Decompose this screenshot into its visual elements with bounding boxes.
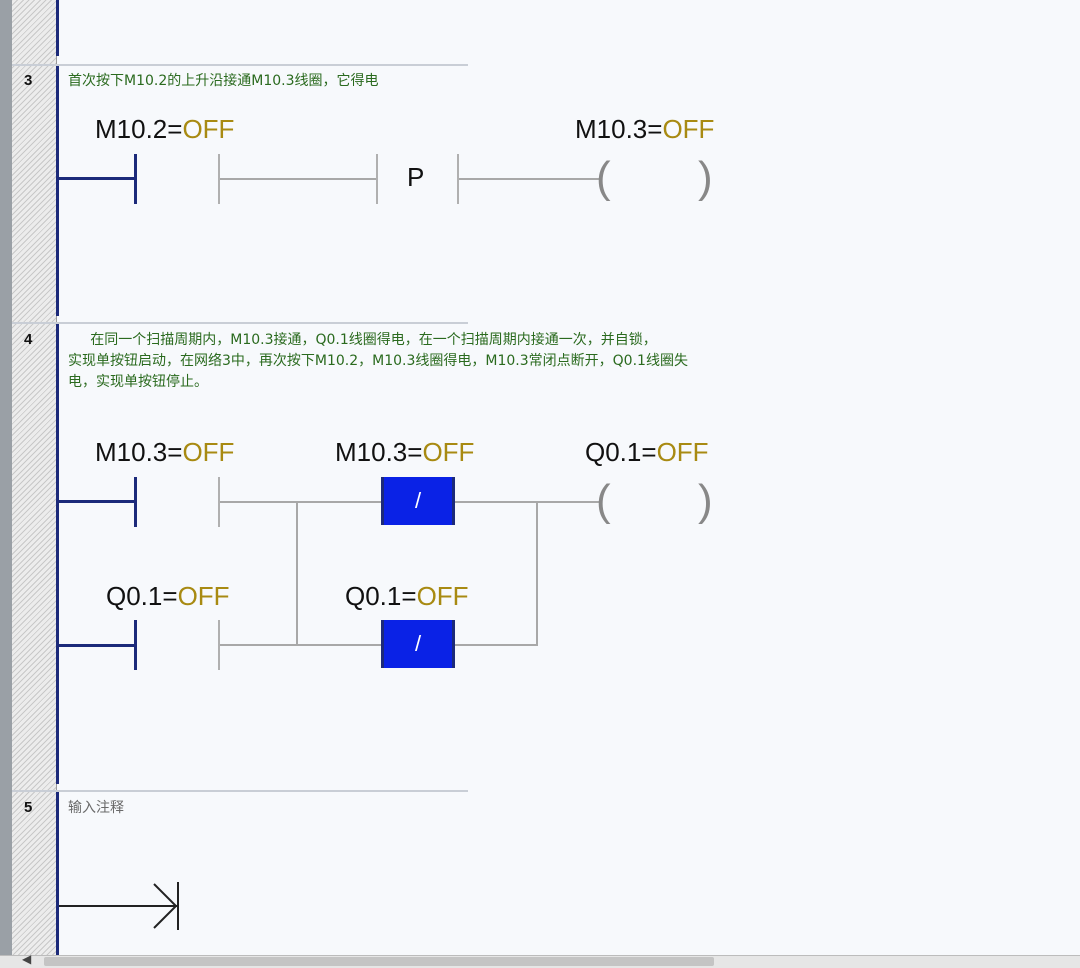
empty-rung-wire (59, 905, 177, 907)
positive-edge-contact[interactable]: P (407, 162, 425, 192)
branch-vertical-right (536, 501, 538, 645)
address: M10.2 (95, 114, 168, 144)
address: Q0.1 (106, 581, 163, 611)
p-contact-left[interactable] (376, 154, 378, 204)
address: M10.3 (95, 437, 168, 467)
network-3-comment[interactable]: 首次按下M10.2的上升沿接通M10.3线圈，它得电 (68, 73, 379, 89)
rung-wire (459, 178, 599, 180)
network-4-comment-line-1[interactable]: 在同一个扫描周期内，M10.3接通，Q0.1线圈得电，在一个扫描周期内接通一次，… (68, 332, 657, 348)
network-separator (12, 322, 468, 324)
no-contact-m10-3-right[interactable] (218, 477, 220, 527)
network-5-comment[interactable]: 输入注释 (68, 800, 124, 816)
rung-wire (455, 644, 538, 646)
nc-symbol: / (414, 488, 422, 513)
no-contact-m10-3[interactable] (134, 477, 137, 527)
network-number-5[interactable]: 5 (24, 799, 33, 816)
rung-wire (220, 501, 382, 503)
state: OFF (182, 437, 235, 467)
nc-contact-q0-1[interactable]: / (381, 620, 455, 668)
network-4-comment-line-3[interactable]: 电，实现单按钮停止。 (68, 374, 208, 390)
contact-label-q0-1: Q0.1=OFF (106, 581, 230, 611)
rung-wire (220, 644, 382, 646)
rung-wire (455, 501, 599, 503)
state: OFF (182, 114, 235, 144)
rung-wire (59, 500, 136, 503)
coil-q0-1-left[interactable]: ( (596, 476, 611, 525)
network-number-4[interactable]: 4 (24, 331, 33, 348)
nc-contact-label-m10-3: M10.3=OFF (335, 437, 475, 467)
nc-contact-label-q0-1: Q0.1=OFF (345, 581, 469, 611)
coil-label-m10-3: M10.3=OFF (575, 114, 715, 144)
no-contact-q0-1-right[interactable] (218, 620, 220, 670)
no-contact-m10-2-right[interactable] (218, 154, 220, 204)
scroll-left-icon[interactable]: ◀ (22, 952, 32, 966)
rung-wire (59, 644, 136, 647)
network-4-comment-line-2[interactable]: 实现单按钮启动，在网络3中，再次按下M10.2，M10.3线圈得电，M10.3常… (68, 353, 688, 369)
rung-wire (220, 178, 377, 180)
network-separator (12, 790, 468, 792)
gutter-edge (0, 0, 12, 967)
coil-m10-3-left[interactable]: ( (596, 153, 611, 202)
contact-label-m10-3: M10.3=OFF (95, 437, 235, 467)
no-contact-m10-2[interactable] (134, 154, 137, 204)
address: Q0.1 (345, 581, 402, 611)
power-rail-net2 (56, 0, 59, 56)
address: Q0.1 (585, 437, 642, 467)
address: M10.3 (575, 114, 648, 144)
coil-q0-1-right[interactable]: ) (698, 476, 713, 525)
state: OFF (177, 581, 230, 611)
address: M10.3 (335, 437, 408, 467)
nc-contact-m10-3[interactable]: / (381, 477, 455, 525)
power-rail-net3 (56, 66, 59, 316)
power-rail-net5 (56, 792, 59, 955)
state: OFF (662, 114, 715, 144)
no-contact-q0-1[interactable] (134, 620, 137, 670)
state: OFF (656, 437, 709, 467)
rung-wire (59, 177, 136, 180)
state: OFF (416, 581, 469, 611)
nc-symbol: / (414, 631, 422, 656)
coil-label-q0-1: Q0.1=OFF (585, 437, 709, 467)
power-rail-net4 (56, 324, 59, 784)
rung-end-icon[interactable] (150, 880, 182, 934)
branch-vertical-left (296, 501, 298, 645)
scrollbar-thumb[interactable] (44, 957, 714, 966)
coil-m10-3-right[interactable]: ) (698, 153, 713, 202)
contact-label-m10-2: M10.2=OFF (95, 114, 235, 144)
network-separator (12, 64, 468, 66)
state: OFF (422, 437, 475, 467)
p-contact-right[interactable] (457, 154, 459, 204)
network-number-3[interactable]: 3 (24, 72, 33, 89)
